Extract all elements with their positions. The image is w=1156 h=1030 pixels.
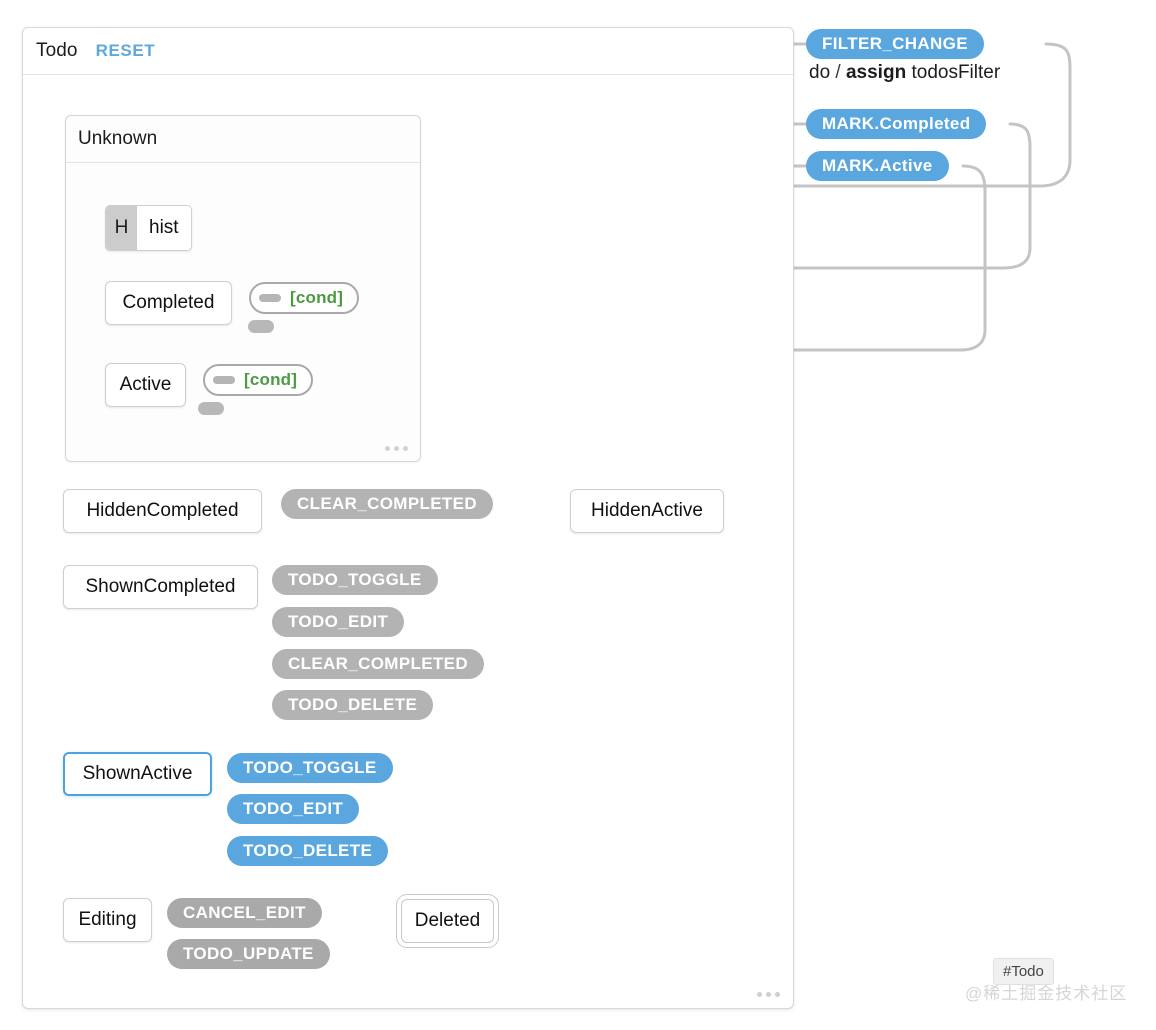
machine-title: Todo: [36, 40, 78, 61]
action-do-keyword: do: [809, 62, 831, 83]
event-badge-filter-change[interactable]: FILTER_CHANGE: [806, 29, 984, 59]
guard-badge-completed[interactable]: [cond]: [249, 282, 360, 314]
event-badge-todo-edit-shown-active[interactable]: TODO_EDIT: [227, 794, 360, 824]
dot-icon: [394, 446, 399, 451]
event-badge-todo-toggle-shown-completed[interactable]: TODO_TOGGLE: [272, 565, 438, 595]
event-badge-clear-completed-shown[interactable]: CLEAR_COMPLETED: [272, 649, 484, 679]
machine-id-badge[interactable]: #Todo: [993, 958, 1054, 985]
state-node-hidden-active[interactable]: HiddenActive: [570, 489, 724, 533]
dot-icon: [403, 446, 408, 451]
transition-nub-completed[interactable]: [248, 320, 274, 333]
transition-nub-active[interactable]: [198, 402, 224, 415]
transition-action-filter-change: do / assign todosFilter: [809, 62, 1000, 84]
dot-icon: [757, 992, 762, 997]
event-badge-todo-delete-shown-active[interactable]: TODO_DELETE: [227, 836, 389, 866]
dot-icon: [385, 446, 390, 451]
action-assign-target: todosFilter: [911, 62, 1001, 83]
dot-icon: [766, 992, 771, 997]
compound-state-title: Unknown: [66, 116, 420, 163]
guard-label: [cond]: [244, 370, 298, 389]
reset-button[interactable]: RESET: [95, 41, 156, 60]
event-badge-todo-update[interactable]: TODO_UPDATE: [167, 939, 330, 969]
state-node-completed[interactable]: Completed: [105, 281, 232, 325]
state-node-shown-completed[interactable]: ShownCompleted: [63, 565, 258, 609]
event-badge-todo-toggle-shown-active[interactable]: TODO_TOGGLE: [227, 753, 393, 783]
dot-icon: [775, 992, 780, 997]
state-node-hidden-completed[interactable]: HiddenCompleted: [63, 489, 262, 533]
guard-stub-icon: [213, 376, 235, 384]
history-state-label: hist: [137, 206, 191, 250]
event-badge-mark-active[interactable]: MARK.Active: [806, 151, 949, 181]
machine-overflow-icon[interactable]: [757, 992, 780, 997]
guard-label: [cond]: [290, 288, 344, 307]
watermark-text: @稀土掘金技术社区: [965, 984, 1128, 1003]
action-slash: /: [835, 62, 841, 83]
state-node-editing[interactable]: Editing: [63, 898, 152, 942]
event-badge-mark-completed[interactable]: MARK.Completed: [806, 109, 987, 139]
event-badge-todo-edit-shown-completed[interactable]: TODO_EDIT: [272, 607, 405, 637]
action-assign-keyword: assign: [845, 62, 907, 83]
history-badge-icon: H: [106, 206, 137, 250]
state-node-active[interactable]: Active: [105, 363, 186, 407]
guard-stub-icon: [259, 294, 281, 302]
event-badge-clear-completed-hidden[interactable]: CLEAR_COMPLETED: [281, 489, 493, 519]
state-node-deleted[interactable]: Deleted: [401, 899, 494, 943]
event-badge-cancel-edit[interactable]: CANCEL_EDIT: [167, 898, 322, 928]
machine-header: Todo RESET: [23, 28, 793, 75]
history-state-node[interactable]: H hist: [105, 205, 192, 251]
compound-overflow-icon[interactable]: [385, 446, 408, 451]
state-node-shown-active[interactable]: ShownActive: [63, 752, 212, 796]
guard-badge-active[interactable]: [cond]: [203, 364, 314, 396]
event-badge-todo-delete-shown-completed[interactable]: TODO_DELETE: [272, 690, 434, 720]
